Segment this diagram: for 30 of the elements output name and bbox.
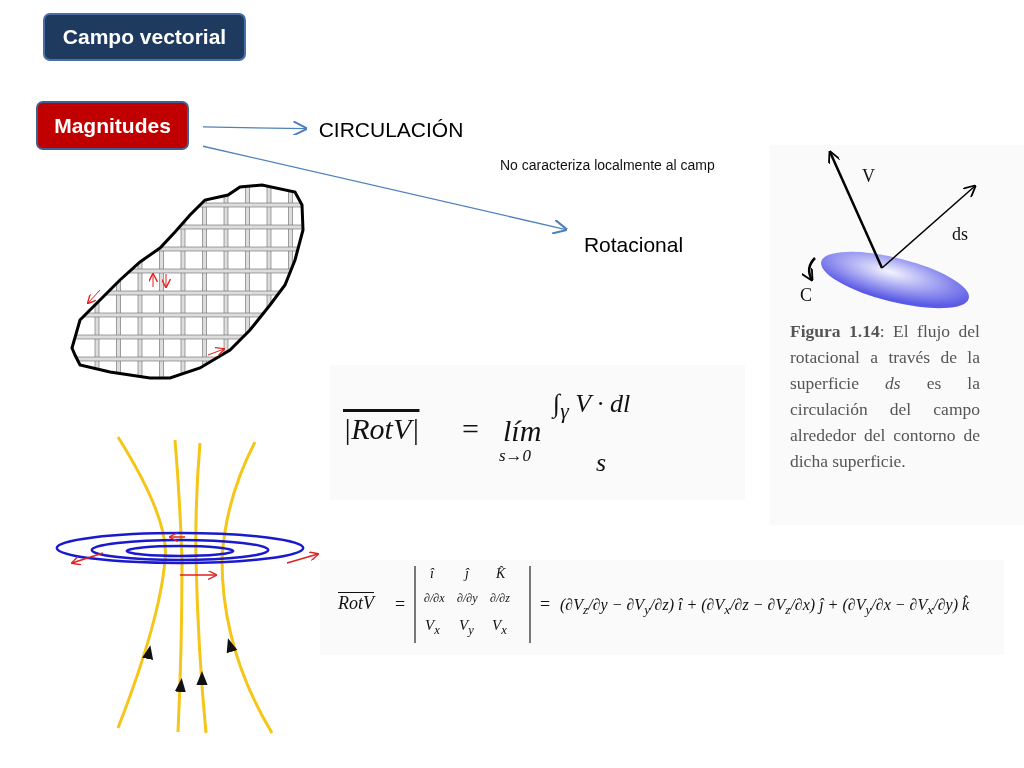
matrix-entry: ∂/∂x xyxy=(424,591,445,606)
formula-text: RotV xyxy=(338,593,374,614)
formula-text: s→0 xyxy=(499,446,532,466)
category-box: Magnitudes xyxy=(36,101,189,150)
matrix-entry: V$_{y}$ xyxy=(459,617,474,638)
matrix-entry: î xyxy=(430,566,434,582)
note-text: No caracteriza localmente al camp xyxy=(500,157,715,173)
topic-label: Rotacional xyxy=(576,229,691,261)
formula-text: = xyxy=(462,412,479,446)
formula-text: ∫$_{γ}$ V · dl xyxy=(553,389,631,425)
arrow xyxy=(202,120,309,137)
matrix-entry: ∂/∂z xyxy=(490,591,510,606)
matrix-entry: K̂ xyxy=(496,566,506,582)
title-box: Campo vectorial xyxy=(43,13,246,61)
matrix-entry: ĵ xyxy=(465,566,469,582)
arrow xyxy=(202,145,569,235)
figure-caption: Figura 1.14: El flujo del rotacional a través de la superficie ds es la circulación del campo alrededor del contorno de dicha superficie. xyxy=(790,320,980,473)
formula-text: |RotV| xyxy=(343,412,420,446)
matrix-entry: V$_{x}$ xyxy=(425,617,440,638)
formula-text: (∂V$_{z}$/∂y − ∂V$_{y}$/∂z) î + (∂V$_{x}$/∂z − ∂V$_{z}$/∂x) ĵ + (∂V$_{y}$/∂x − ∂V$_{x}$/∂y) k̂ xyxy=(560,596,970,619)
topic-label: CIRCULACIÓN xyxy=(316,114,466,146)
vector-label: ds xyxy=(952,224,968,245)
matrix-entry: ∂/∂y xyxy=(457,591,478,606)
formula-text: lím xyxy=(503,414,542,448)
formula-text: s xyxy=(596,448,607,478)
vector-label: V xyxy=(862,166,875,187)
formula-text: = xyxy=(540,594,551,615)
contour-label: C xyxy=(800,285,812,306)
formula-text: = xyxy=(395,594,406,615)
matrix-entry: V$_{x}$ xyxy=(492,617,507,638)
